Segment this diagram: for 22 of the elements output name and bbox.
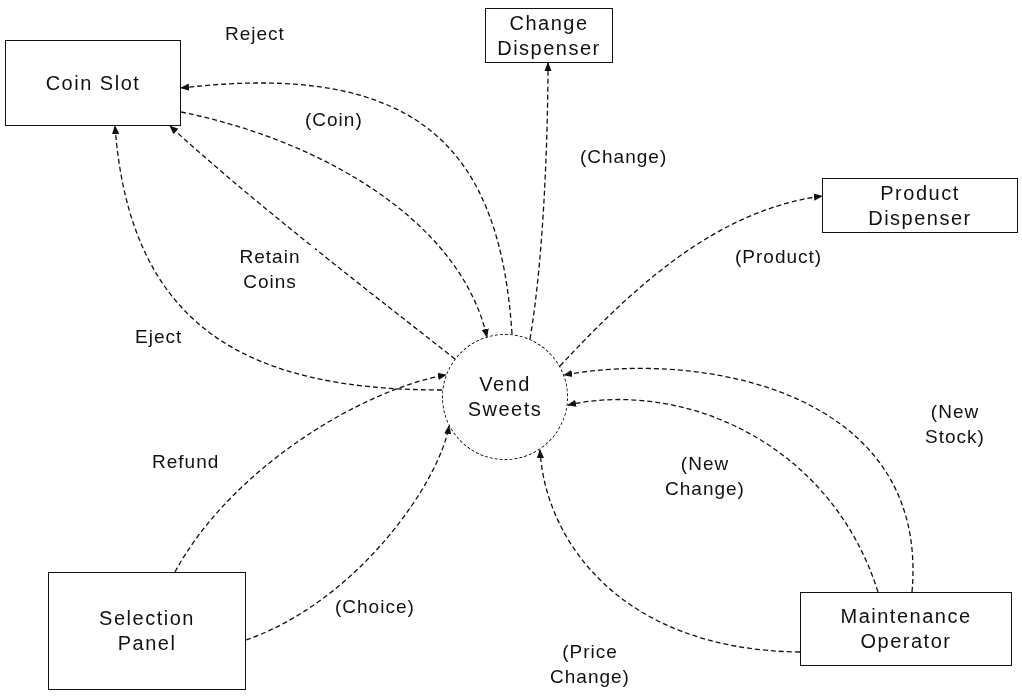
arrow <box>559 193 823 367</box>
arrow <box>112 125 443 391</box>
arrow <box>563 367 913 593</box>
entity-box <box>822 178 1018 233</box>
arrow <box>567 398 879 593</box>
node-label: Maintenance Operator <box>839 604 973 654</box>
arrow <box>174 373 447 573</box>
arrow <box>180 82 513 335</box>
arrow <box>180 111 488 338</box>
arrow <box>529 62 552 340</box>
arrow <box>245 425 451 641</box>
node-label: Change Dispenser <box>496 10 602 61</box>
node-label: Vend Sweets <box>466 372 544 422</box>
arrow <box>537 449 801 653</box>
entity-box <box>48 572 246 690</box>
entity-box <box>485 8 613 63</box>
node-label: Product Dispenser <box>867 180 973 231</box>
entity-box <box>800 592 1012 666</box>
arrow <box>169 125 456 360</box>
node-label: Coin Slot <box>45 70 141 96</box>
node-label: Selection Panel <box>98 606 196 656</box>
entity-box <box>5 40 181 126</box>
